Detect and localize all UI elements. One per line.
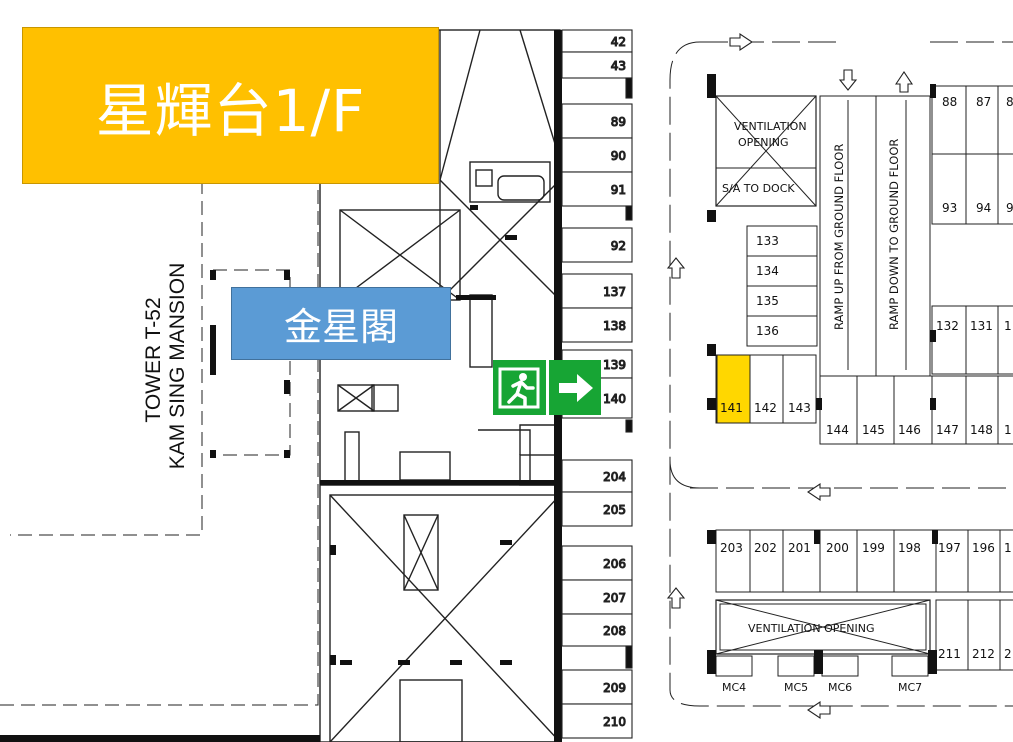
slot-mc4: MC4 — [722, 681, 746, 694]
slot-134: 134 — [756, 264, 779, 278]
column-slot-pillar — [625, 419, 633, 433]
slot-196: 196 — [972, 541, 995, 555]
slot-143: 143 — [788, 401, 811, 415]
column-slot-204: 204 — [603, 470, 626, 484]
column-slot-205: 205 — [603, 503, 626, 517]
tower-label: TOWER T-52 KAM SING MANSION — [142, 263, 189, 470]
column-slot-42: 42 — [611, 35, 626, 49]
slot-88: 88 — [942, 95, 957, 109]
column-slot-box — [561, 459, 633, 493]
slot-mc6: MC6 — [828, 681, 852, 694]
column-slot-89: 89 — [611, 115, 626, 129]
carpark-labels: VENTILATION OPENING S/A TO DOCK VENTILAT… — [720, 95, 1013, 694]
slot-211: 211 — [938, 647, 961, 661]
column-slot-137: 137 — [603, 285, 626, 299]
building-label-box: 金星閣 — [231, 287, 451, 360]
column-slot-pillar — [625, 205, 633, 221]
slot-1x-lower: 1 — [1004, 541, 1012, 555]
slot-141: 141 — [720, 401, 743, 415]
slot-87: 87 — [976, 95, 991, 109]
column-slot-pillar — [625, 645, 633, 669]
carpark-outline — [669, 41, 1013, 707]
column-slot-pillar — [625, 77, 633, 99]
slot-131: 131 — [970, 319, 993, 333]
column-slot-207: 207 — [603, 591, 626, 605]
slot-202: 202 — [754, 541, 777, 555]
ramp-up-label: RAMP UP FROM GROUND FLOOR — [832, 144, 846, 330]
slot-1x-bottom: 1 — [1004, 423, 1012, 437]
slot-mc5: MC5 — [784, 681, 808, 694]
map-title: 星輝台1/F — [95, 76, 366, 145]
slot-146: 146 — [898, 423, 921, 437]
column-slot-140: 140 — [603, 392, 626, 406]
slot-144: 144 — [826, 423, 849, 437]
column-slot-box — [561, 545, 633, 581]
slot-197: 197 — [938, 541, 961, 555]
slot-mc7: MC7 — [898, 681, 922, 694]
column-slot-box — [561, 103, 633, 139]
ventilation-top-line2: OPENING — [738, 136, 788, 149]
building-label: 金星閣 — [283, 305, 398, 349]
carpark-columns — [707, 74, 938, 674]
map-title-box: 星輝台1/F — [22, 27, 439, 184]
ventilation-bottom-label: VENTILATION OPENING — [748, 622, 875, 635]
slot-135: 135 — [756, 294, 779, 308]
column-slot-139: 139 — [603, 358, 626, 372]
slot-201: 201 — [788, 541, 811, 555]
running-man-icon — [493, 360, 546, 415]
slot-212: 212 — [972, 647, 995, 661]
traffic-arrows — [666, 32, 914, 720]
slot-1x-mid: 1 — [1004, 319, 1012, 333]
column-slot-box — [561, 669, 633, 705]
slot-148: 148 — [970, 423, 993, 437]
column-slot-43: 43 — [611, 59, 626, 73]
column-slot-box — [561, 51, 633, 79]
slot-132: 132 — [936, 319, 959, 333]
slot-2x: 2 — [1004, 647, 1012, 661]
slot-136: 136 — [756, 324, 779, 338]
arrow-right-icon — [548, 360, 601, 415]
sa-to-dock-label: S/A TO DOCK — [722, 182, 795, 195]
slot-94: 94 — [976, 201, 991, 215]
column-slot-138: 138 — [603, 319, 626, 333]
slot-199: 199 — [862, 541, 885, 555]
column-slot-box — [561, 273, 633, 309]
column-slot-box — [561, 703, 633, 739]
slot-142: 142 — [754, 401, 777, 415]
slot-133: 133 — [756, 234, 779, 248]
ventilation-top-line1: VENTILATION — [734, 120, 807, 133]
exit-sign — [493, 360, 601, 415]
column-slot-208: 208 — [603, 624, 626, 638]
slot-203: 203 — [720, 541, 743, 555]
column-slot-209: 209 — [603, 681, 626, 695]
slot-9x: 9 — [1006, 201, 1013, 215]
slot-147: 147 — [936, 423, 959, 437]
slot-145: 145 — [862, 423, 885, 437]
column-slot-box — [561, 171, 633, 207]
column-slot-box — [561, 227, 633, 263]
slot-198: 198 — [898, 541, 921, 555]
slot-200: 200 — [826, 541, 849, 555]
column-slot-box — [561, 491, 633, 527]
column-slot-206: 206 — [603, 557, 626, 571]
carpark-slots — [715, 85, 1013, 677]
slot-93: 93 — [942, 201, 957, 215]
column-slot-210: 210 — [603, 715, 626, 729]
tower-outline — [0, 30, 319, 706]
tower-label-line1: TOWER T-52 — [142, 297, 165, 422]
highlighted-slot-141[interactable] — [716, 354, 751, 424]
tower-label-line2: KAM SING MANSION — [166, 263, 189, 470]
ramp-down-label: RAMP DOWN TO GROUND FLOOR — [887, 139, 901, 330]
slot-8x: 8 — [1006, 95, 1013, 109]
column-slot-box — [561, 307, 633, 343]
column-slot-91: 91 — [611, 183, 626, 197]
column-slot-92: 92 — [611, 239, 626, 253]
column-slot-box — [561, 613, 633, 647]
column-slot-90: 90 — [611, 149, 626, 163]
column-slot-box — [561, 579, 633, 615]
